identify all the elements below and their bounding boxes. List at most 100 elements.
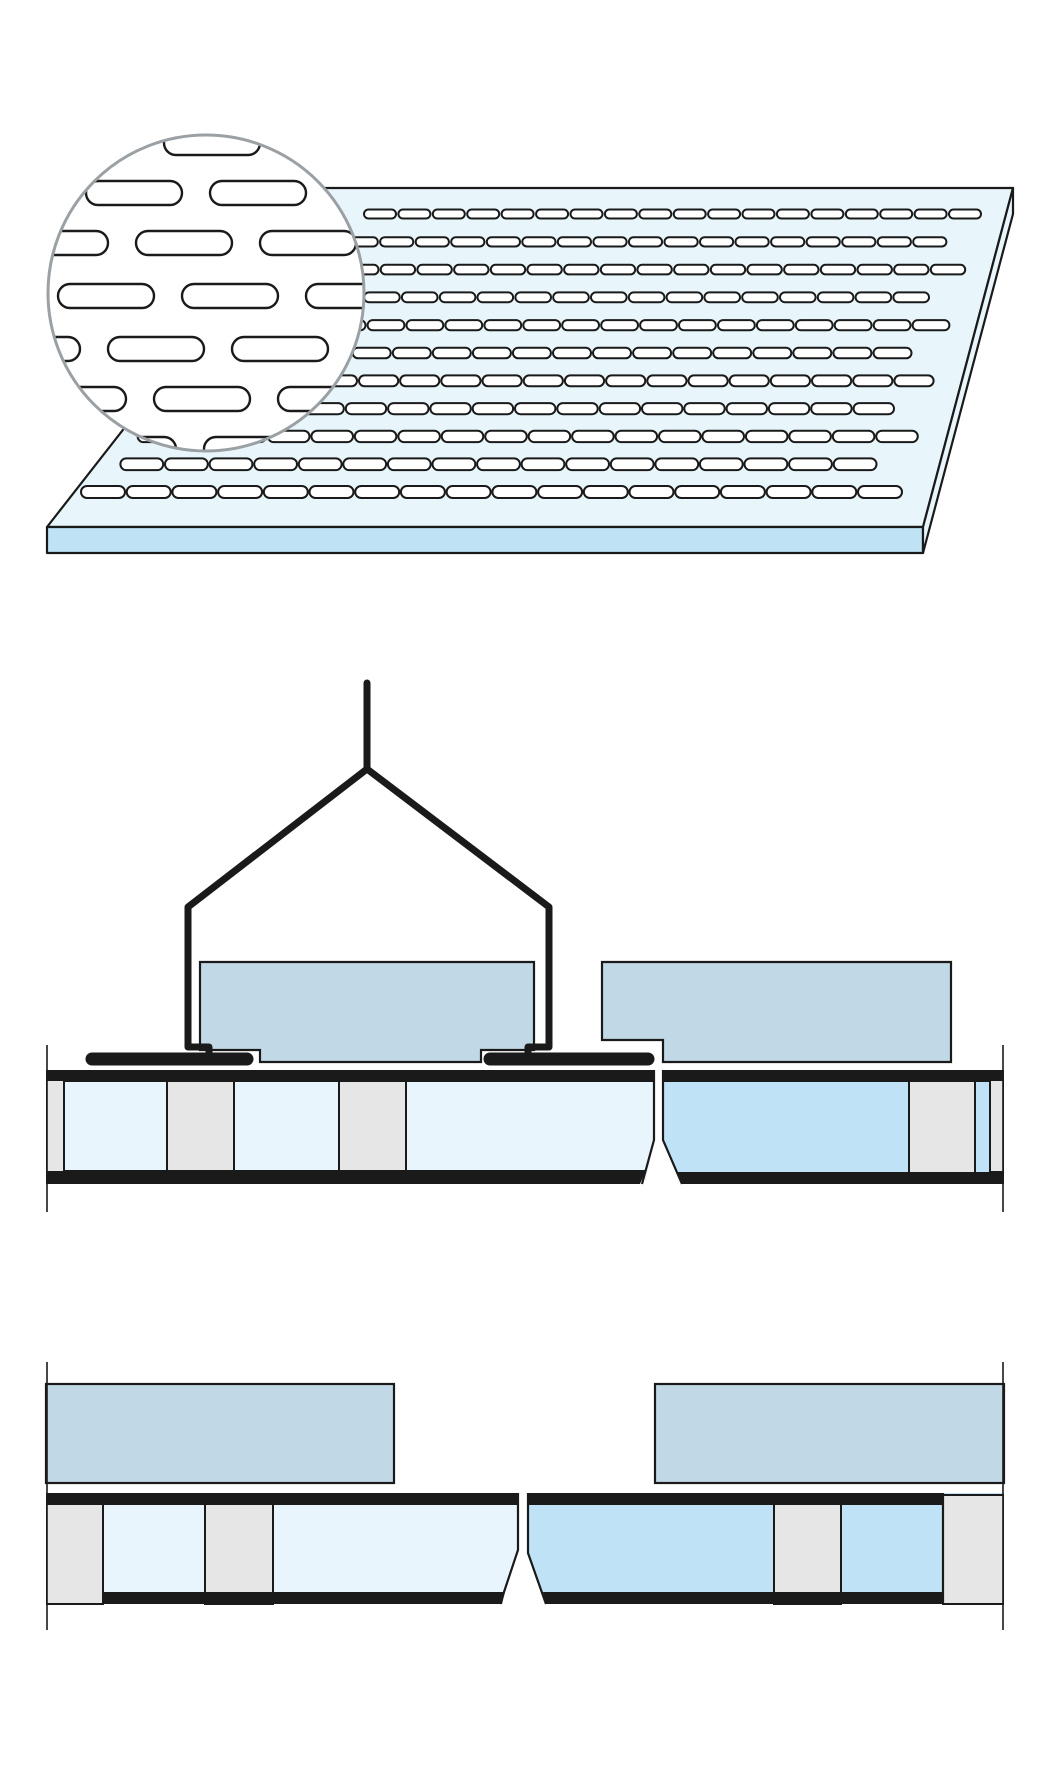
perforation-slot (308, 485, 355, 499)
perforation-slot (351, 346, 392, 360)
magnified-slot (56, 282, 156, 310)
perforation-slot (444, 319, 484, 332)
perforation-slot (520, 457, 566, 472)
perforation-slot (752, 346, 793, 360)
hanger-profile (85, 679, 655, 1066)
perforation-slot (709, 263, 747, 276)
perforation-slot (746, 263, 783, 276)
perforation-slot (431, 208, 466, 220)
perforation-slot (672, 346, 713, 360)
perforation-slot (552, 291, 590, 304)
perforation-slot (794, 319, 834, 332)
spacer-block (908, 1071, 976, 1183)
perforation-slot (639, 319, 678, 332)
magnified-slot (412, 131, 508, 155)
perforation-slot (353, 429, 398, 444)
perforation-slot (811, 374, 853, 388)
perforation-slot (665, 291, 704, 304)
perforation-slot (453, 263, 490, 276)
perforation-slot (556, 236, 592, 248)
magnified-slot (286, 135, 364, 157)
perforation-slot (712, 346, 753, 360)
magnifier-ring (46, 133, 366, 453)
perforation-slot (719, 485, 766, 499)
perforation-slot (387, 402, 430, 416)
perforation-slot (526, 263, 563, 276)
perforation-slot (561, 319, 601, 332)
perforation-slot (893, 263, 930, 276)
perforation-slot (599, 263, 637, 276)
magnified-slot (0, 387, 2, 411)
perforation-slot (832, 457, 878, 472)
perforation-slot (770, 236, 806, 248)
perforation-slot (466, 208, 501, 220)
perforation-slot (535, 208, 570, 220)
perforation-slot (354, 485, 401, 499)
perforation-slot (450, 236, 486, 248)
perforation-slot (831, 429, 876, 444)
section1-panel-right (661, 1070, 1004, 1185)
perforation-slot (672, 208, 707, 220)
perforation-slot (844, 208, 879, 220)
perforation-slot (481, 374, 523, 388)
perforation-slot (171, 485, 218, 499)
perforation-slot (429, 402, 472, 416)
perforation-slot (872, 319, 912, 332)
perforation-slot (701, 429, 746, 444)
perforation-slot (783, 263, 820, 276)
magnified-slot (258, 229, 358, 257)
section-suspended-figure (46, 679, 1004, 1212)
perforation-slot (765, 485, 812, 499)
perforation-slot (728, 374, 770, 388)
perforation-slot (399, 374, 441, 388)
perforation-slot (438, 291, 477, 304)
magnified-slot (84, 179, 184, 207)
perforation-slots (80, 208, 982, 499)
perforation-slot (119, 457, 165, 472)
perforation-slot (217, 485, 264, 499)
perforation-slot (366, 319, 406, 332)
perforation-slot (687, 374, 729, 388)
perforation-slot (476, 291, 515, 304)
acoustic-pad-left (44, 1382, 396, 1485)
acoustic-pad-right (600, 960, 953, 1064)
perforation-slot (769, 374, 811, 388)
perforation-slot (262, 485, 309, 499)
spacer-block (773, 1494, 842, 1605)
perforation-slot (614, 429, 659, 444)
perforation-slot (741, 208, 776, 220)
perforation-slot (734, 236, 770, 248)
magnified-slot (48, 385, 128, 413)
perforation-slot (663, 236, 699, 248)
perforation-slot (892, 291, 931, 304)
acoustic-pad-right (653, 1382, 1006, 1485)
perforation-slot (208, 457, 254, 472)
perforation-slot (628, 485, 675, 499)
section1-panel-left (46, 1070, 656, 1185)
perforation-slot (852, 374, 894, 388)
perforation-slot (405, 319, 445, 332)
perforation-slot (514, 291, 553, 304)
perforation-slot (440, 429, 485, 444)
perforation-slot (445, 485, 492, 499)
perforation-slot (911, 319, 951, 332)
spacer-block (204, 1494, 274, 1605)
perforation-slot (600, 319, 640, 332)
perforation-slot (386, 457, 432, 472)
perforation-slot (590, 291, 628, 304)
perforation-slot (833, 319, 873, 332)
perforation-slot (476, 457, 521, 472)
perforation-slot (841, 236, 877, 248)
perforation-slot (363, 291, 401, 304)
panel-front-edge (45, 525, 925, 555)
perforation-slot (397, 208, 432, 220)
perforation-slot (699, 236, 735, 248)
perforation-slot (875, 429, 919, 444)
perforation-slot (856, 263, 893, 276)
perforation-slot (582, 485, 629, 499)
perforation-slot (632, 346, 673, 360)
perforation-slot (363, 208, 397, 220)
perforated-panel-figure (0, 131, 1015, 555)
perforation-slot (592, 236, 628, 248)
